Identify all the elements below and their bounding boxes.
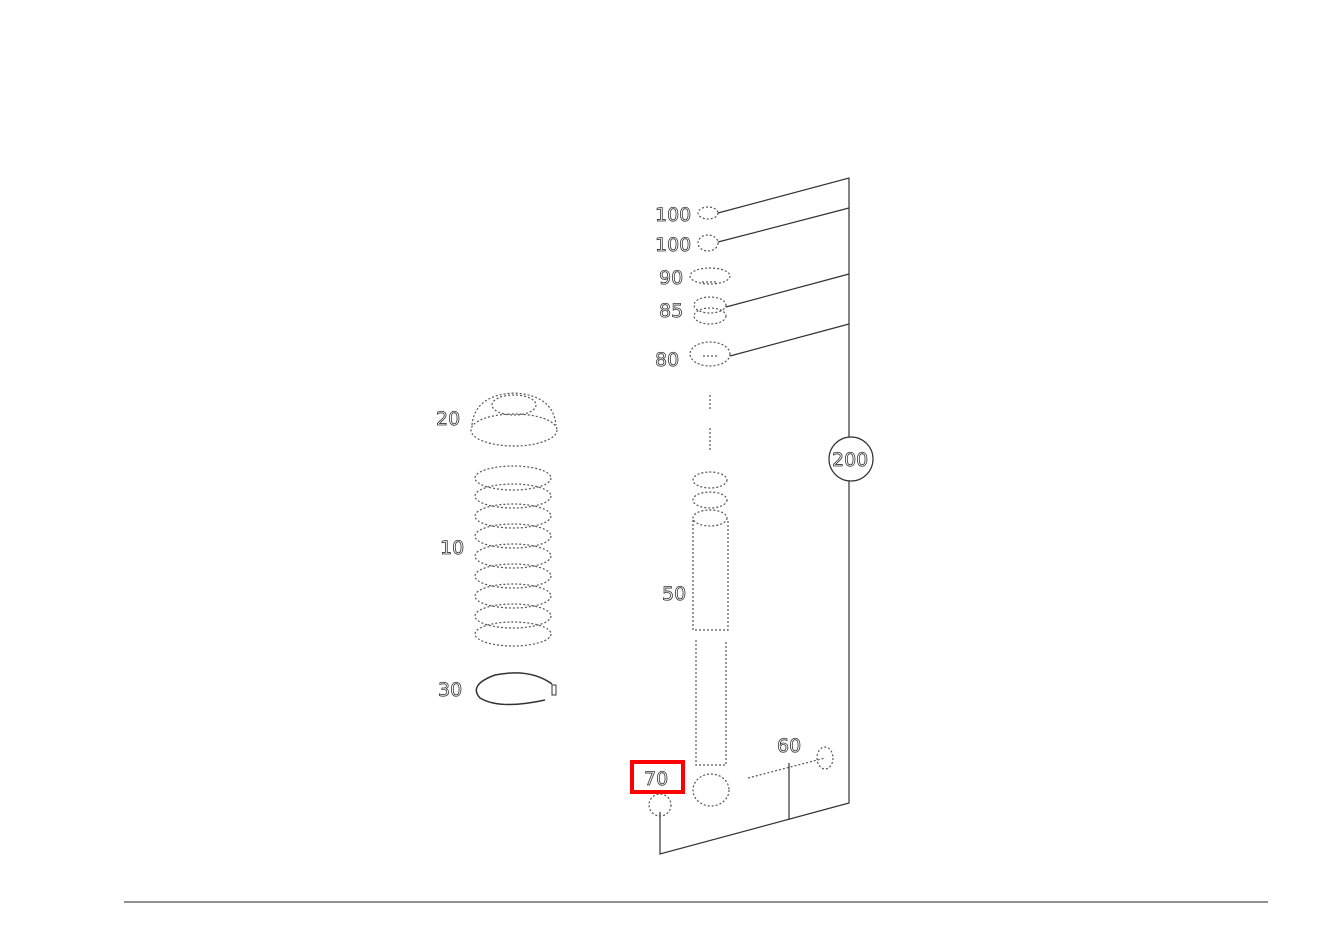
label-60[interactable]: 60 bbox=[777, 735, 802, 758]
label-200[interactable]: 200 bbox=[832, 449, 869, 472]
part-80-mount-icon bbox=[689, 341, 731, 367]
part-100b-icon bbox=[697, 234, 719, 252]
part-60-bolt-icon bbox=[747, 746, 834, 779]
highlight-box bbox=[630, 760, 685, 794]
label-30[interactable]: 30 bbox=[438, 679, 463, 702]
part-30-ring-icon bbox=[475, 672, 557, 706]
label-50[interactable]: 50 bbox=[662, 583, 687, 606]
label-90[interactable]: 90 bbox=[659, 267, 684, 290]
part-100a-icon bbox=[697, 206, 719, 220]
label-100a[interactable]: 100 bbox=[655, 204, 692, 227]
part-50-shock-absorber-icon bbox=[692, 395, 730, 807]
label-10[interactable]: 10 bbox=[440, 537, 465, 560]
part-70-nut-icon bbox=[648, 793, 672, 817]
part-10-coil-spring-icon bbox=[474, 465, 552, 647]
label-80[interactable]: 80 bbox=[655, 349, 680, 372]
part-85-bushing-icon bbox=[693, 296, 727, 325]
part-90-washer-icon bbox=[689, 267, 731, 285]
label-100b[interactable]: 100 bbox=[655, 234, 692, 257]
label-20[interactable]: 20 bbox=[436, 408, 461, 431]
assembly-callout-circle bbox=[828, 436, 874, 482]
label-70[interactable]: 70 bbox=[644, 768, 669, 791]
part-20-spring-cap-icon bbox=[470, 392, 558, 447]
label-85[interactable]: 85 bbox=[659, 300, 684, 323]
callout-lines bbox=[659, 177, 850, 855]
